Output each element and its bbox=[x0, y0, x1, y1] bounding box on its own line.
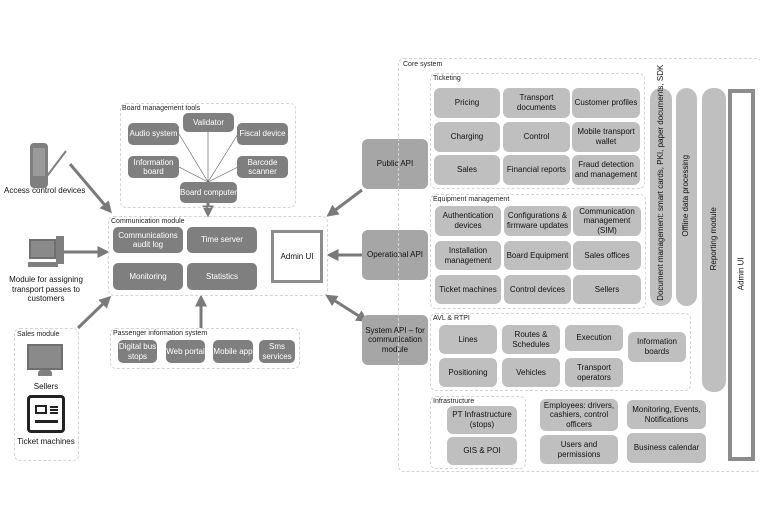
infrastructure-title: Infrastructure bbox=[433, 398, 475, 405]
charging-box: Charging bbox=[434, 122, 500, 152]
ticket-machine-icon bbox=[27, 395, 65, 433]
operational-api-box: Operational API bbox=[362, 230, 428, 280]
audio-system-box: Audio system bbox=[128, 123, 179, 145]
monitor-stand-icon bbox=[38, 370, 52, 376]
pt-infrastructure-box: PT Infrastructure (stops) bbox=[447, 406, 517, 434]
monitor-icon bbox=[27, 344, 63, 370]
arrow-system bbox=[325, 294, 369, 323]
web-portal-box: Web portal bbox=[166, 340, 205, 363]
customer-profiles-box: Customer profiles bbox=[572, 88, 640, 118]
core-admin-ui-label: Admin UI bbox=[736, 257, 746, 291]
access-control-label: Access control devices bbox=[4, 186, 86, 195]
information-boards-box: Information boards bbox=[628, 332, 686, 362]
transport-operators-box: Transport operators bbox=[565, 358, 623, 387]
core-system-group: Core system bbox=[398, 58, 760, 472]
control-devices-box: Control devices bbox=[504, 275, 571, 304]
computer-tower-icon bbox=[56, 236, 64, 264]
stylus-icon bbox=[43, 150, 67, 181]
installation-management-box: Installation management bbox=[435, 241, 501, 270]
board-links bbox=[178, 132, 239, 183]
employees-box: Employees: drivers, cashiers, control of… bbox=[540, 399, 618, 431]
board-management-group: Board management tools bbox=[120, 103, 296, 208]
arrow-public bbox=[326, 188, 363, 217]
validator-box: Validator bbox=[183, 113, 234, 132]
authentication-devices-box: Authentication devices bbox=[435, 206, 501, 236]
comm-admin-ui: Admin UI bbox=[271, 230, 323, 283]
users-permissions-box: Users and permissions bbox=[540, 435, 618, 464]
board-management-title: Board management tools bbox=[122, 105, 201, 112]
tablet-icon bbox=[30, 143, 48, 188]
core-system-title: Core system bbox=[403, 61, 443, 68]
computer-icon bbox=[29, 239, 56, 259]
vehicles-box: Vehicles bbox=[502, 358, 560, 387]
equipment-title: Equipment management bbox=[433, 196, 510, 203]
equipment-group: Equipment management bbox=[430, 194, 646, 309]
sellers-label: Sellers bbox=[33, 382, 59, 391]
arrow-sales bbox=[76, 295, 112, 330]
keyboard-icon bbox=[28, 262, 58, 267]
ticketing-group: Ticketing bbox=[430, 73, 645, 189]
audit-log-box: Communications audit log bbox=[113, 227, 183, 253]
avl-title: AVL & RTPI bbox=[433, 315, 470, 322]
mobile-app-box: Mobile app bbox=[213, 340, 253, 363]
statistics-box: Statistics bbox=[187, 263, 257, 290]
sellers-box: Sellers bbox=[573, 275, 641, 304]
core-admin-ui: Admin UI bbox=[728, 89, 755, 461]
document-management-pill: Document management: smart cards, PKI, p… bbox=[650, 65, 672, 306]
configurations-box: Configurations & firmware updates bbox=[504, 206, 571, 236]
offline-processing-label: Offline data processing bbox=[681, 154, 691, 237]
reporting-module-pill: Reporting module bbox=[702, 88, 726, 392]
sales-module-title: Sales module bbox=[17, 331, 60, 338]
digital-bus-stops-box: Digital bus stops bbox=[118, 340, 157, 363]
sales-module-group: Sales module bbox=[14, 328, 79, 461]
monitoring-events-box: Monitoring, Events, Notifications bbox=[627, 400, 706, 429]
business-calendar-box: Business calendar bbox=[627, 433, 706, 463]
reporting-module-label: Reporting module bbox=[709, 207, 719, 271]
gis-poi-box: GIS & POI bbox=[447, 437, 517, 465]
sales-offices-box: Sales offices bbox=[573, 241, 641, 270]
offline-processing-pill: Offline data processing bbox=[676, 88, 697, 306]
document-management-label: Document management: smart cards, PKI, p… bbox=[656, 64, 666, 301]
transport-documents-box: Transport documents bbox=[503, 88, 570, 118]
board-computer-box: Board computer bbox=[180, 182, 237, 203]
communication-management-box: Communication management (SIM) bbox=[573, 206, 641, 236]
infrastructure-group: Infrastructure bbox=[430, 396, 526, 469]
system-api-box: System API – for communication module bbox=[362, 315, 428, 365]
sales-box: Sales bbox=[434, 155, 500, 185]
avl-group: AVL & RTPI bbox=[430, 313, 691, 391]
financial-reports-box: Financial reports bbox=[503, 155, 570, 185]
fiscal-device-box: Fiscal device bbox=[237, 123, 288, 145]
public-api-box: Public API bbox=[362, 139, 428, 189]
fraud-detection-box: Fraud detection and management bbox=[572, 155, 640, 185]
passenger-info-group: Passenger information system bbox=[110, 328, 300, 369]
ticketing-title: Ticketing bbox=[433, 75, 461, 82]
time-server-box: Time server bbox=[187, 227, 257, 253]
information-board-box: Information board bbox=[128, 156, 179, 178]
barcode-scanner-box: Barcode scanner bbox=[237, 156, 288, 178]
monitoring-box: Monitoring bbox=[113, 263, 183, 290]
routes-box: Routes & Schedules bbox=[502, 325, 560, 354]
assign-module-label: Module for assigning transport passes to… bbox=[9, 275, 83, 304]
arrow-access bbox=[68, 163, 112, 214]
positioning-box: Positioning bbox=[439, 358, 497, 387]
pricing-box: Pricing bbox=[434, 88, 500, 118]
sms-services-box: Sms services bbox=[259, 340, 295, 363]
ticket-machines-box: Ticket machines bbox=[435, 275, 501, 304]
passenger-info-title: Passenger information system bbox=[113, 330, 208, 337]
mobile-wallet-box: Mobile transport wallet bbox=[572, 122, 640, 152]
execution-box: Execution bbox=[565, 325, 623, 351]
lines-box: Lines bbox=[439, 325, 497, 354]
board-equipment-box: Board Equipment bbox=[504, 241, 571, 270]
ticket-machines-label: Ticket machines bbox=[17, 437, 75, 446]
communication-module-group: Communication module bbox=[108, 216, 328, 296]
communication-module-title: Communication module bbox=[111, 218, 185, 225]
control-box: Control bbox=[503, 122, 570, 152]
